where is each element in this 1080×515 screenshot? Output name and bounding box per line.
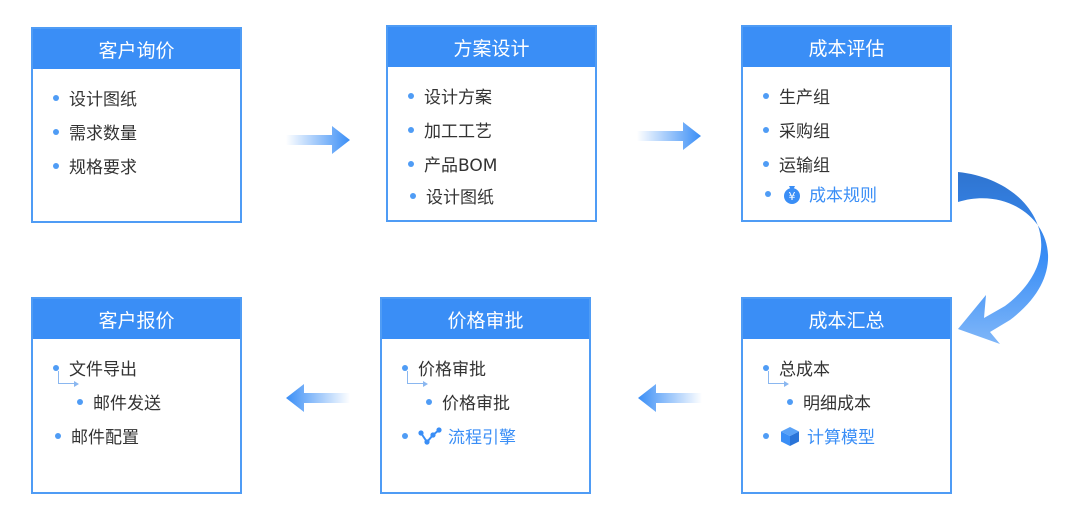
svg-text:¥: ¥: [789, 190, 796, 203]
card-price-approval: 价格审批 价格审批 价格审批 流程引擎: [380, 297, 591, 494]
list-item: 加工工艺: [408, 117, 492, 142]
arrow-right-1: [286, 126, 350, 154]
card-title: 客户询价: [33, 29, 240, 69]
list-item: 运输组: [763, 151, 830, 176]
card-title: 客户报价: [33, 299, 240, 339]
money-bag-icon: ¥: [781, 183, 803, 205]
sub-list-item: 价格审批: [426, 389, 510, 414]
sub-list-item: 邮件发送: [77, 389, 161, 414]
list-item-highlight: ¥ 成本规则: [765, 181, 877, 206]
list-item: 采购组: [763, 117, 830, 142]
list-item: 设计方案: [408, 83, 492, 108]
card-customer-inquiry: 客户询价 设计图纸 需求数量 规格要求: [31, 27, 242, 223]
cube-icon: [779, 425, 801, 447]
list-item: 规格要求: [53, 153, 137, 178]
arrow-left-1: [638, 384, 702, 412]
list-item: 产品BOM: [408, 151, 497, 176]
list-item: 文件导出: [53, 355, 137, 380]
card-title: 成本评估: [743, 27, 950, 67]
list-item-highlight: 计算模型: [763, 423, 875, 448]
sub-item-connector: [58, 371, 79, 387]
list-item-highlight: 流程引擎: [402, 423, 516, 448]
list-item: 设计图纸: [410, 183, 494, 208]
arrow-curved-down: [958, 172, 1049, 344]
card-cost-evaluation: 成本评估 生产组 采购组 运输组 ¥ 成本规则: [741, 25, 952, 222]
card-title: 方案设计: [388, 27, 595, 67]
sub-item-connector: [768, 371, 789, 387]
arrow-left-2: [286, 384, 350, 412]
sub-item-connector: [407, 371, 428, 387]
list-item: 生产组: [763, 83, 830, 108]
list-item: 设计图纸: [53, 85, 137, 110]
card-title: 价格审批: [382, 299, 589, 339]
list-item: 价格审批: [402, 355, 486, 380]
card-solution-design: 方案设计 设计方案 加工工艺 产品BOM 设计图纸: [386, 25, 597, 222]
list-item: 需求数量: [53, 119, 137, 144]
workflow-icon: [418, 425, 442, 447]
arrow-right-2: [637, 122, 701, 150]
list-item: 邮件配置: [55, 423, 139, 448]
card-cost-summary: 成本汇总 总成本 明细成本 计算模型: [741, 297, 952, 494]
sub-list-item: 明细成本: [787, 389, 871, 414]
list-item: 总成本: [763, 355, 830, 380]
card-title: 成本汇总: [743, 299, 950, 339]
card-customer-quote: 客户报价 文件导出 邮件发送 邮件配置: [31, 297, 242, 494]
